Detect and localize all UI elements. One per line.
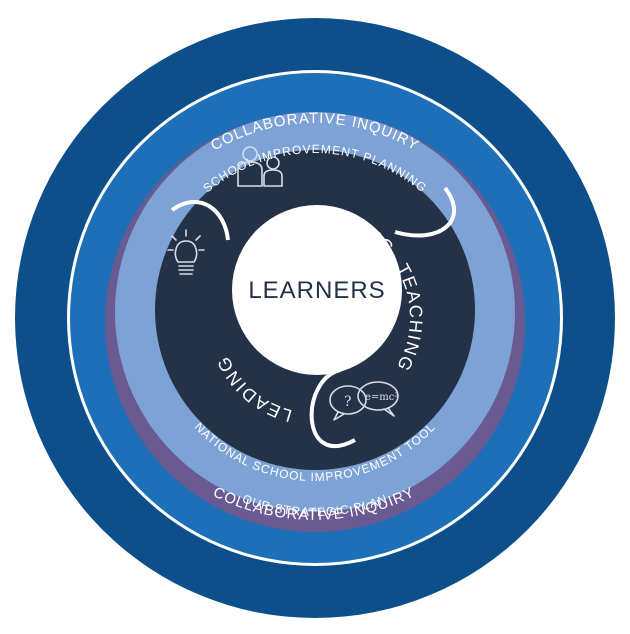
question-mark-text: ? — [344, 394, 352, 410]
speech-bubbles-icon: ? e=mc² — [329, 381, 399, 421]
teaching-leading-divider — [309, 368, 356, 449]
learning-teaching-divider — [394, 186, 457, 238]
people-icon — [237, 146, 283, 187]
formula-text: e=mc² — [365, 392, 398, 403]
lightbulb-icon — [167, 229, 205, 275]
learners-center — [232, 205, 402, 375]
leading-learning-divider — [170, 199, 230, 241]
center-label: LEARNERS — [248, 277, 385, 304]
